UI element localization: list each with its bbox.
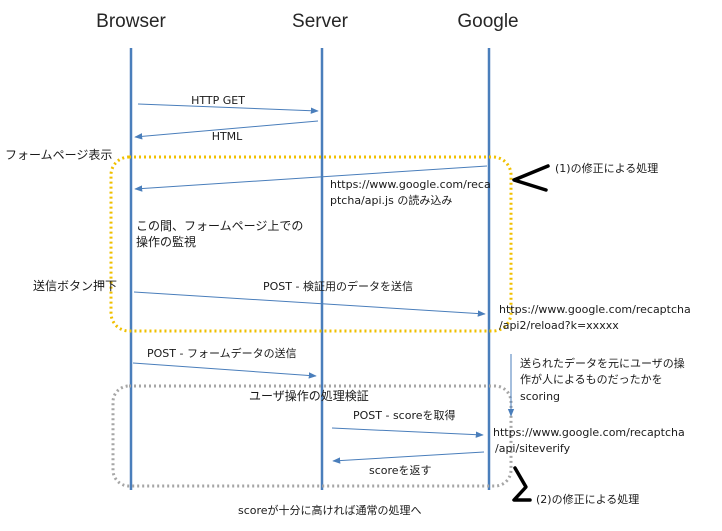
verification-box (111, 384, 513, 488)
siteverify-url-line2: /api/siteverify (495, 442, 571, 455)
return-score-label: scoreを返す (369, 464, 432, 477)
note-scoring-line1: 送られたデータを元にユーザの操 (520, 356, 685, 370)
post-verify-label: POST - 検証用のデータを送信 (263, 279, 413, 293)
actor-google: Google (457, 11, 518, 32)
note-user-verify: ユーザ操作の処理検証 (249, 388, 369, 403)
callout-1-chevron-icon (512, 164, 550, 192)
reload-url-line1: https://www.google.com/recaptcha (499, 303, 691, 316)
note-form-display: フォームページ表示 (5, 148, 112, 162)
actor-server: Server (292, 11, 349, 32)
actor-browser: Browser (96, 11, 166, 32)
recaptcha-url-line1: https://www.google.com/reca (330, 178, 491, 191)
callout-2-chevron-icon (512, 466, 532, 502)
callout-2-label: (2)の修正による処理 (536, 492, 639, 506)
reload-url-line2: /api2/reload?k=xxxxx (499, 319, 619, 332)
callout-1-label: (1)の修正による処理 (555, 161, 658, 175)
return-score-arrow (332, 451, 485, 464)
html-arrow (134, 120, 319, 140)
http-get-label: HTTP GET (191, 94, 245, 107)
siteverify-url-line1: https://www.google.com/recaptcha (493, 426, 685, 439)
html-label: HTML (212, 130, 243, 143)
note-scoring-line2: 作が人によるものだったかを (520, 372, 663, 386)
note-footer: scoreが十分に高ければ通常の処理へ (238, 503, 422, 517)
get-score-arrow (331, 427, 484, 438)
recaptcha-load-arrow (134, 165, 488, 192)
note-submit-press: 送信ボタン押下 (33, 278, 117, 293)
note-monitor-line1: この間、フォームページ上での (136, 219, 303, 233)
post-form-label: POST - フォームデータの送信 (147, 346, 297, 360)
note-scoring-line3: scoring (520, 390, 560, 403)
get-score-label: POST - scoreを取得 (353, 409, 456, 422)
note-monitor-line2: 操作の監視 (136, 234, 196, 249)
http-get-arrow (137, 103, 319, 114)
post-verify-arrow (133, 291, 486, 317)
recaptcha-url-line2: ptcha/api.js の読み込み (330, 193, 452, 207)
post-form-arrow (132, 362, 317, 379)
monitoring-box (109, 155, 513, 333)
